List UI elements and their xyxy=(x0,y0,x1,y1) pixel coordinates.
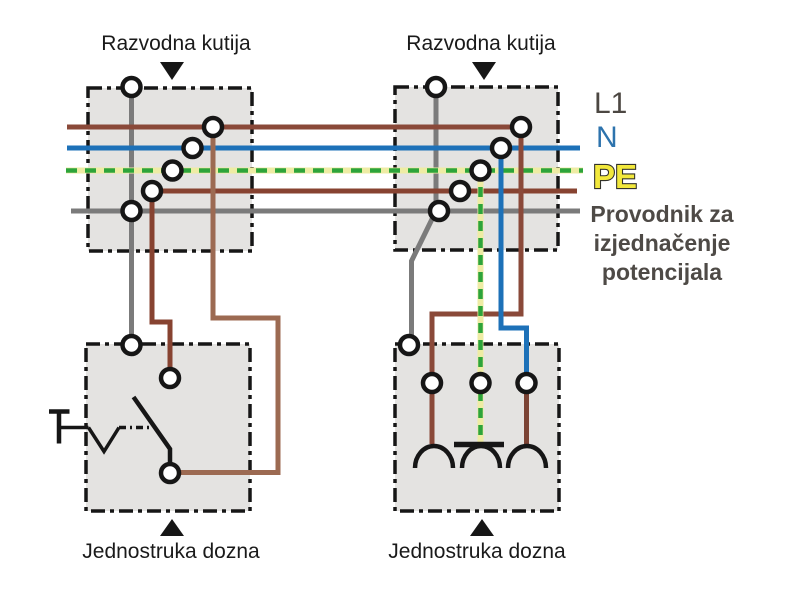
junction-point xyxy=(120,199,143,223)
bus-wires xyxy=(66,124,583,214)
arrow-down-icon xyxy=(160,62,184,80)
terminal-point xyxy=(515,371,538,395)
label-wire-n: N xyxy=(596,121,618,154)
terminal-point xyxy=(158,461,182,485)
equalization-annotation: Provodnik za izjednačenje potencijala xyxy=(590,201,733,285)
switch-symbol xyxy=(49,395,173,464)
junction-point xyxy=(424,75,448,99)
junction-points xyxy=(120,75,538,485)
junction-point xyxy=(161,159,184,182)
junction-point xyxy=(120,75,143,99)
annotation-line: potencijala xyxy=(602,259,722,285)
pointer-markers xyxy=(160,62,496,536)
terminal-point xyxy=(158,366,182,390)
junction-point xyxy=(181,136,204,160)
junction-point xyxy=(140,179,164,203)
arrow-up-icon xyxy=(160,519,184,536)
junction-point xyxy=(489,136,513,160)
arrow-down-icon xyxy=(472,62,496,80)
label-junction-box-right: Jednostruka dozna xyxy=(388,540,566,563)
arrow-up-icon xyxy=(470,519,494,536)
lamp-arc-right xyxy=(505,443,549,469)
wire-n-to-lamp xyxy=(498,148,529,375)
label-distribution-box-right: Razvodna kutija xyxy=(406,32,556,55)
switch-actuator-handle xyxy=(49,409,70,444)
annotation-line: izjednačenje xyxy=(594,230,731,256)
terminal-point xyxy=(120,333,143,357)
wire-l1-to-switch xyxy=(179,127,281,475)
label-wire-pe: PE xyxy=(593,158,637,195)
junction-point xyxy=(201,115,225,139)
terminal-point xyxy=(397,333,421,357)
annotation-line: Provodnik za xyxy=(590,201,733,227)
label-junction-box-left: Jednostruka dozna xyxy=(82,540,260,563)
terminal-point xyxy=(469,371,492,395)
junction-point xyxy=(448,179,472,203)
junction-point xyxy=(509,115,533,139)
label-wire-l1: L1 xyxy=(594,87,627,120)
junction-point xyxy=(427,199,451,223)
junction-point xyxy=(469,159,492,182)
junction-box-right xyxy=(393,342,561,513)
wire-switch-to-switched-live xyxy=(149,191,173,369)
lamp-holder-symbol xyxy=(412,441,549,469)
actuator-link-break xyxy=(87,426,121,455)
switch-blade xyxy=(131,395,173,464)
terminal-point xyxy=(420,371,444,395)
label-distribution-box-left: Razvodna kutija xyxy=(101,32,251,55)
lamp-arc-left xyxy=(412,443,456,469)
